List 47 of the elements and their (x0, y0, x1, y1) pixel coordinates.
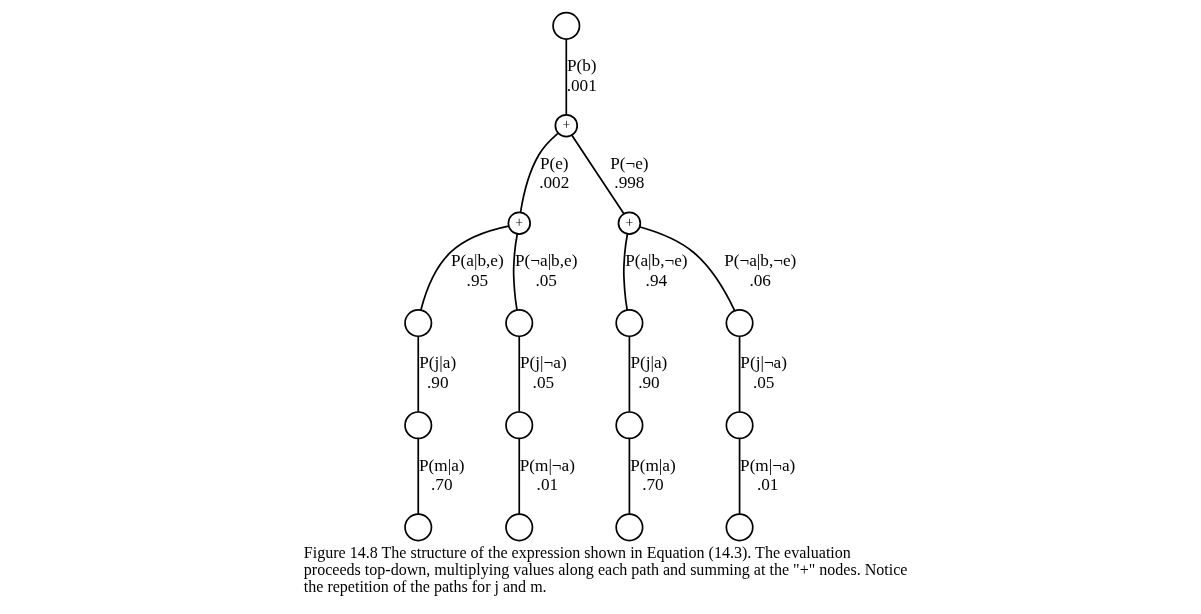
node-circle (403, 309, 432, 338)
edge-label: P(j|¬a) .05 (739, 353, 787, 392)
edge-label: P(a|b,¬e) .94 (624, 251, 688, 290)
node-circle (504, 309, 533, 338)
edge-label: P(m|¬a) .01 (739, 455, 795, 495)
edge-label: P(a|b,e) .95 (450, 251, 504, 290)
connector (519, 132, 559, 214)
edge-label: P(m|a) .70 (418, 455, 465, 495)
node-circle: + (506, 211, 531, 235)
connector (738, 335, 740, 413)
edge-label: P(j|¬a) .05 (519, 353, 567, 392)
edge-label: P(b) .001 (566, 56, 597, 95)
edge-label: P(¬e) .998 (609, 153, 649, 193)
edge-label: P(j|a) .90 (418, 353, 456, 392)
edge-label: P(m|¬a) .01 (519, 455, 575, 495)
connector (564, 38, 567, 116)
connector (628, 335, 630, 413)
connector (416, 335, 419, 413)
connector (738, 437, 740, 515)
node-circle (725, 411, 754, 440)
edge-label: P(¬a|b,e) .05 (514, 251, 577, 290)
edge-label: P(m|a) .70 (629, 455, 676, 495)
connector (622, 233, 628, 311)
node-circle: + (554, 113, 578, 138)
connector (628, 437, 630, 515)
edge-label: P(¬a|b,¬e) .06 (723, 251, 796, 290)
connector (517, 335, 520, 413)
node-circle (614, 513, 643, 542)
node-circle (551, 11, 580, 40)
node-circle (725, 513, 754, 542)
node-circle (614, 411, 643, 440)
node-circle (403, 411, 432, 440)
connector (419, 225, 509, 311)
node-circle (403, 513, 432, 542)
caption: Figure 14.8 The structure of the expression shown in Equation (14.3). The evaluation proceeds top-down, multiplying values along each path and summing at the "+" nodes. Notice the repetition of the paths for j and m. (303, 543, 907, 596)
node-circle (504, 513, 533, 542)
node-circle: + (617, 211, 641, 235)
node-circle (504, 411, 533, 440)
node-circle (614, 309, 643, 338)
edge-label: P(j|a) .90 (629, 353, 667, 392)
connector (570, 134, 625, 215)
edge-label: P(e) .002 (538, 153, 569, 193)
connector (512, 233, 518, 311)
node-circle (725, 309, 754, 338)
connector (517, 437, 520, 515)
connector (638, 226, 735, 312)
connector (416, 437, 419, 515)
